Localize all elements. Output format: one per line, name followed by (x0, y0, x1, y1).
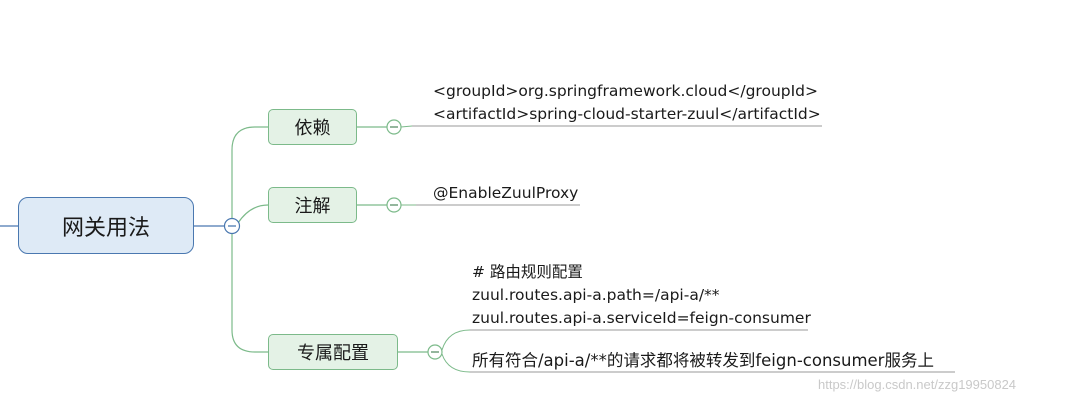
collapse-annotation-button[interactable] (386, 197, 402, 213)
branch-annotation (237, 204, 269, 224)
leaf-link-config-bottom (441, 353, 955, 373)
collapse-config-button[interactable] (427, 344, 443, 360)
note-route-explanation[interactable]: 所有符合/api-a/**的请求都将被转发到feign-consumer服务上 (472, 351, 934, 370)
collapse-dependency-button[interactable] (386, 119, 402, 135)
branch-config (231, 234, 268, 353)
note-route-service-id[interactable]: zuul.routes.api-a.serviceId=feign-consum… (472, 309, 811, 327)
watermark: https://blog.csdn.net/zzg19950824 (818, 377, 1017, 392)
note-route-path[interactable]: zuul.routes.api-a.path=/api-a/** (472, 286, 720, 304)
topic-annotation-label: 注解 (294, 196, 331, 217)
note-group-id[interactable]: <groupId>org.springframework.cloud</grou… (433, 82, 819, 100)
topic-config-label: 专属配置 (297, 343, 369, 364)
topic-annotation[interactable]: 注解 (268, 187, 357, 223)
note-route-comment[interactable]: # 路由规则配置 (472, 263, 583, 281)
branch-dependency (231, 126, 268, 226)
leaf-link-config-top (441, 329, 808, 351)
root-topic-label: 网关用法 (61, 215, 150, 241)
topic-dependency-label: 依赖 (294, 118, 331, 139)
note-artifact-id[interactable]: <artifactId>spring-cloud-starter-zuul</a… (433, 105, 821, 123)
root-topic[interactable]: 网关用法 (18, 197, 194, 254)
note-enable-zuul-proxy[interactable]: @EnableZuulProxy (433, 184, 579, 202)
topic-dependency[interactable]: 依赖 (268, 109, 357, 145)
topic-config[interactable]: 专属配置 (268, 334, 398, 370)
collapse-root-button[interactable] (223, 217, 241, 235)
